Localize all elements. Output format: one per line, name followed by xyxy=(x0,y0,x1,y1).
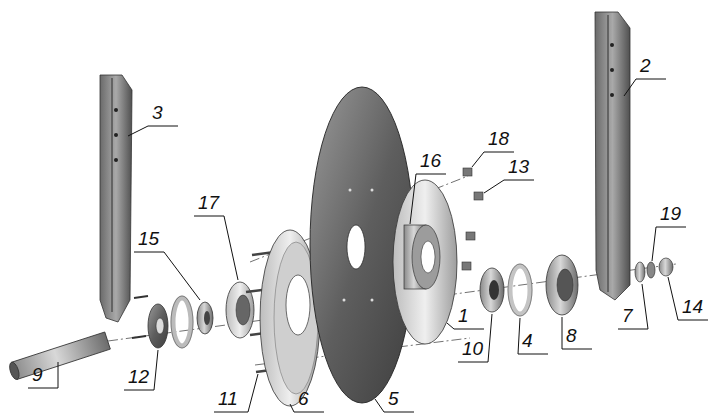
washer xyxy=(510,266,530,314)
callout-number: 4 xyxy=(522,330,533,352)
callout-number: 12 xyxy=(128,366,149,388)
hub-flange xyxy=(393,180,457,344)
callout-number: 7 xyxy=(622,305,633,327)
callout-number: 9 xyxy=(32,364,43,386)
spacer xyxy=(197,302,213,334)
callout-number: 17 xyxy=(198,192,219,214)
callout-number: 1 xyxy=(458,305,469,327)
washer xyxy=(635,262,645,282)
callout-number: 8 xyxy=(566,325,577,347)
arm xyxy=(595,12,630,300)
callout-number: 5 xyxy=(388,388,399,410)
callout-number: 13 xyxy=(508,156,529,178)
callout-number: 14 xyxy=(682,296,703,318)
callout-number: 6 xyxy=(298,388,309,410)
screw xyxy=(132,296,148,338)
callout-number: 10 xyxy=(462,338,483,360)
callout-number: 2 xyxy=(640,55,651,77)
callout-number: 3 xyxy=(152,102,163,124)
callout-number: 16 xyxy=(420,150,441,172)
bearing xyxy=(480,268,504,312)
callout-number: 18 xyxy=(488,128,509,150)
callout-number: 15 xyxy=(138,228,159,250)
arm xyxy=(100,75,132,322)
washer xyxy=(647,262,655,278)
nut xyxy=(462,168,483,270)
bearing-housing xyxy=(546,255,578,315)
nut xyxy=(659,258,673,276)
callout-number: 11 xyxy=(218,388,238,410)
washer xyxy=(148,304,168,348)
leader-line xyxy=(28,79,708,412)
seal-ring xyxy=(173,298,191,346)
shaft xyxy=(8,332,111,381)
callout-number: 19 xyxy=(660,203,681,225)
